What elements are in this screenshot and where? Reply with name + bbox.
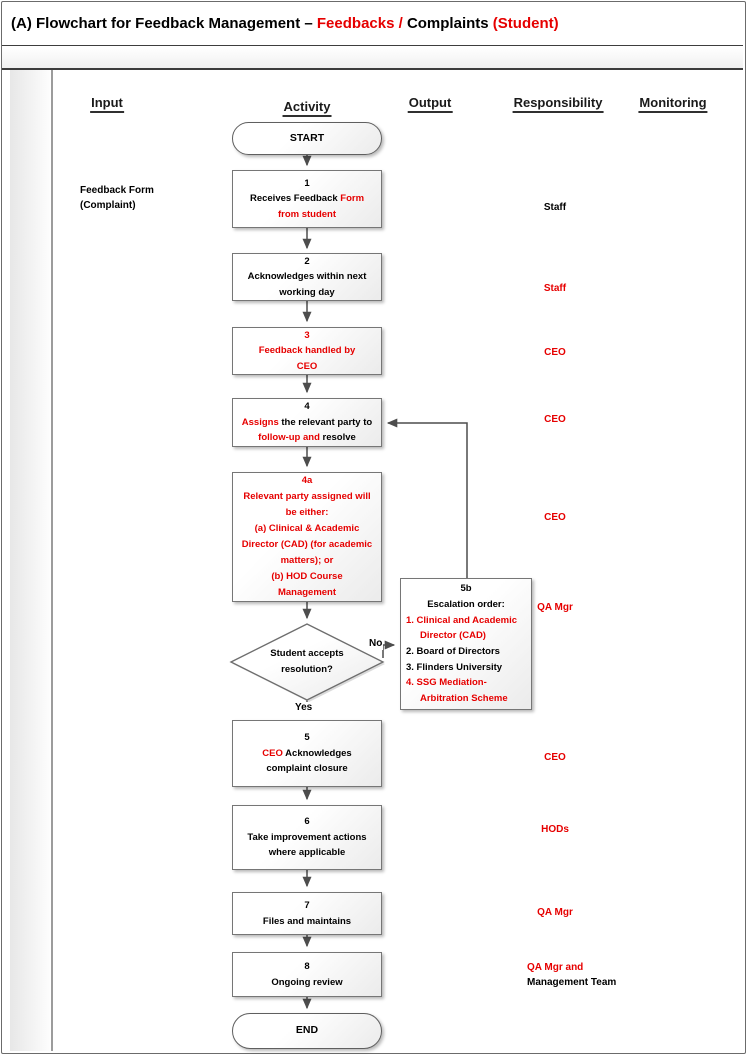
node-line: 4. SSG Mediation- [406,677,487,689]
node-line: 4 [304,401,310,413]
node-line: 1 [304,177,310,189]
node-line: follow-up and resolve [258,432,356,444]
node-line: Student accepts [270,648,344,659]
column-header-activity: Activity [282,99,332,117]
node-line: CEO Acknowledges [262,747,352,759]
decision-diamond-shape [229,623,385,701]
responsibility-step-6: HODs [541,824,569,835]
responsibility-step-4: CEO [544,414,566,425]
step-4a-node: 4a Relevant party assigned will be eithe… [232,472,382,602]
node-line: Assigns the relevant party to [241,416,373,428]
step-8-node: 8 Ongoing review [232,952,382,997]
node-line: CEO [296,360,318,372]
responsibility-step-8-line: QA Mgr and [527,962,584,973]
start-node: START [232,122,382,155]
left-margin-strip [10,70,50,1051]
step-5b-node: 5b Escalation order: 1. Clinical and Aca… [400,578,532,710]
node-line: 7 [304,900,310,912]
responsibility-step-4a: CEO [544,512,566,523]
responsibility-step-1: Staff [543,202,567,213]
node-line: Ongoing review [271,976,343,988]
node-line: Director (CAD) [420,630,486,642]
node-line: Acknowledges within next [247,271,367,283]
node-line: where applicable [268,847,346,859]
title-part-4: (Student) [492,15,559,32]
node-line: Relevant party assigned will [243,491,371,502]
input-annotation-line: Feedback Form [80,185,154,196]
title-part-2: Feedbacks / [316,15,407,32]
step-1-node: 1 Receives Feedback Form from student [232,170,382,228]
node-line: Escalation order: [427,598,505,610]
node-line: 4a [301,475,313,486]
step-5-node: 5 CEO Acknowledges complaint closure [232,720,382,787]
column-header-output: Output [407,95,453,113]
step-2-node: 2 Acknowledges within next working day [232,253,382,301]
title-bar: (A) Flowchart for Feedback Management – … [2,2,743,46]
node-line: Files and maintains [262,915,352,927]
column-header-monitoring: Monitoring [638,95,708,113]
subtitle-band [2,47,743,70]
title-part-1: (A) Flowchart for Feedback Management – [11,15,317,32]
responsibility-step-7: QA Mgr [537,907,573,918]
node-line: complaint closure [266,763,348,775]
input-annotation: Feedback Form (Complaint) [80,183,154,213]
node-line: Receives Feedback Form [249,193,365,205]
left-column-divider [51,70,53,1051]
node-line: Management [277,587,337,598]
title-part-3: Complaints [406,15,493,32]
node-line: resolution? [281,663,333,675]
yes-branch-label: Yes [294,702,314,714]
responsibility-step-8: QA Mgr and Management Team [527,960,616,990]
end-label: END [295,1024,319,1037]
connector-decision-no-to-5b [382,640,396,658]
node-line: 5b [460,583,472,595]
node-line: 2 [304,255,310,267]
node-line: 2. Board of Directors [406,646,500,657]
responsibility-step-5: CEO [544,752,566,763]
decision-diamond [229,623,385,702]
responsibility-step-2: Staff [543,283,567,294]
node-line: Arbitration Scheme [420,693,508,705]
step-6-node: 6 Take improvement actions where applica… [232,805,382,870]
responsibility-step-5b: QA Mgr [537,602,573,613]
page-title: (A) Flowchart for Feedback Management – … [11,15,559,32]
step-4-node: 4 Assigns the relevant party to follow-u… [232,398,382,447]
input-annotation-line: (Complaint) [80,200,136,211]
column-header-input: Input [90,95,124,113]
node-line: (a) Clinical & Academic [254,523,360,534]
no-branch-label: No [368,638,384,650]
node-line: working day [279,286,335,298]
responsibility-step-3: CEO [544,347,566,358]
node-line: 6 [304,816,310,828]
node-line: 8 [304,961,310,973]
step-3-node: 3 Feedback handled by CEO [232,327,382,375]
node-line: matters); or [280,555,334,566]
connector-5b-back-to-4 [386,418,468,578]
decision-label: Student accepts resolution? [232,646,382,677]
end-node: END [232,1013,382,1049]
node-line: 1. Clinical and Academic [406,614,518,626]
column-header-responsibility: Responsibility [512,95,604,113]
step-7-node: 7 Files and maintains [232,892,382,935]
node-line: Feedback handled by [258,345,356,357]
node-line: 3 [304,329,310,341]
node-line: (b) HOD Course [271,571,343,582]
start-label: START [289,131,325,144]
responsibility-step-8-line: Management Team [527,977,617,988]
node-line: Take improvement actions [247,831,367,843]
node-line: 3. Flinders University [406,661,503,673]
node-line: from student [277,208,337,220]
node-line: 5 [304,732,310,744]
node-line: be either: [285,507,329,518]
node-line: Director (CAD) (for academic [241,539,373,550]
